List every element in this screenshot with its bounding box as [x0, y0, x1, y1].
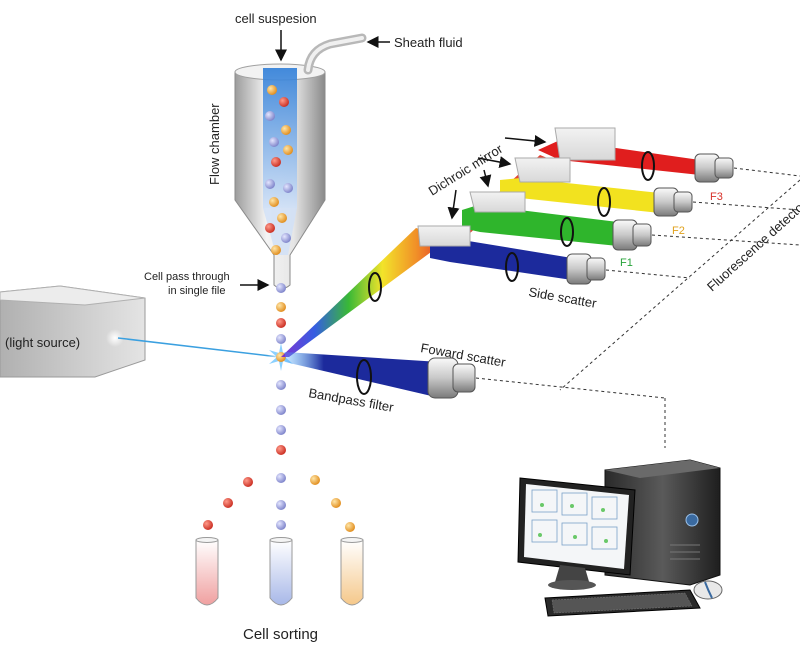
monitor-plots: [531, 489, 618, 550]
detector-f3: [694, 153, 734, 183]
cell-suspension-label: cell suspesion: [235, 11, 317, 26]
f3-label: F3: [710, 191, 723, 203]
dichroic-mirror-label: Dichroic mirror: [426, 141, 506, 199]
flow-chamber-label: Flow chamber: [207, 103, 222, 185]
cell-sorting-label: Cell sorting: [243, 626, 318, 643]
dichroic-arrows: [447, 134, 547, 220]
f2-label: F2: [672, 225, 685, 237]
test-tube-icon: [195, 537, 364, 606]
detector-icon: [427, 153, 734, 399]
side-scatter-spectrum-beam: [281, 228, 450, 357]
f1-label: F1: [620, 257, 633, 269]
detector-f1: [612, 219, 652, 251]
sheath-fluid-label: Sheath fluid: [394, 35, 463, 50]
detector-f2: [653, 187, 693, 217]
computer-icon: [517, 459, 723, 617]
chamber-cells: [265, 85, 293, 255]
side-scatter-label: Side scatter: [527, 284, 598, 311]
single-file-label-line1: Cell pass through: [144, 271, 230, 283]
fluorescence-detectors-label: Fluorescence detectors: [704, 192, 800, 294]
single-file-label-line2: in single file: [168, 285, 225, 297]
dichroic-mirror-icon: [417, 127, 616, 247]
flow-chamber-icon: [234, 33, 367, 289]
light-source-label: (light source): [5, 335, 80, 350]
single-file-cells: [276, 283, 286, 344]
detector-side-scatter: [566, 253, 606, 285]
laser-beam: [117, 337, 280, 358]
light-source-icon: [0, 285, 146, 378]
sorted-cells: [203, 380, 355, 532]
signal-lines: [475, 167, 800, 448]
bandpass-filters: [356, 151, 655, 395]
detector-forward-scatter: [427, 357, 476, 399]
bandpass-filter-label: Bandpass filter: [307, 385, 395, 415]
